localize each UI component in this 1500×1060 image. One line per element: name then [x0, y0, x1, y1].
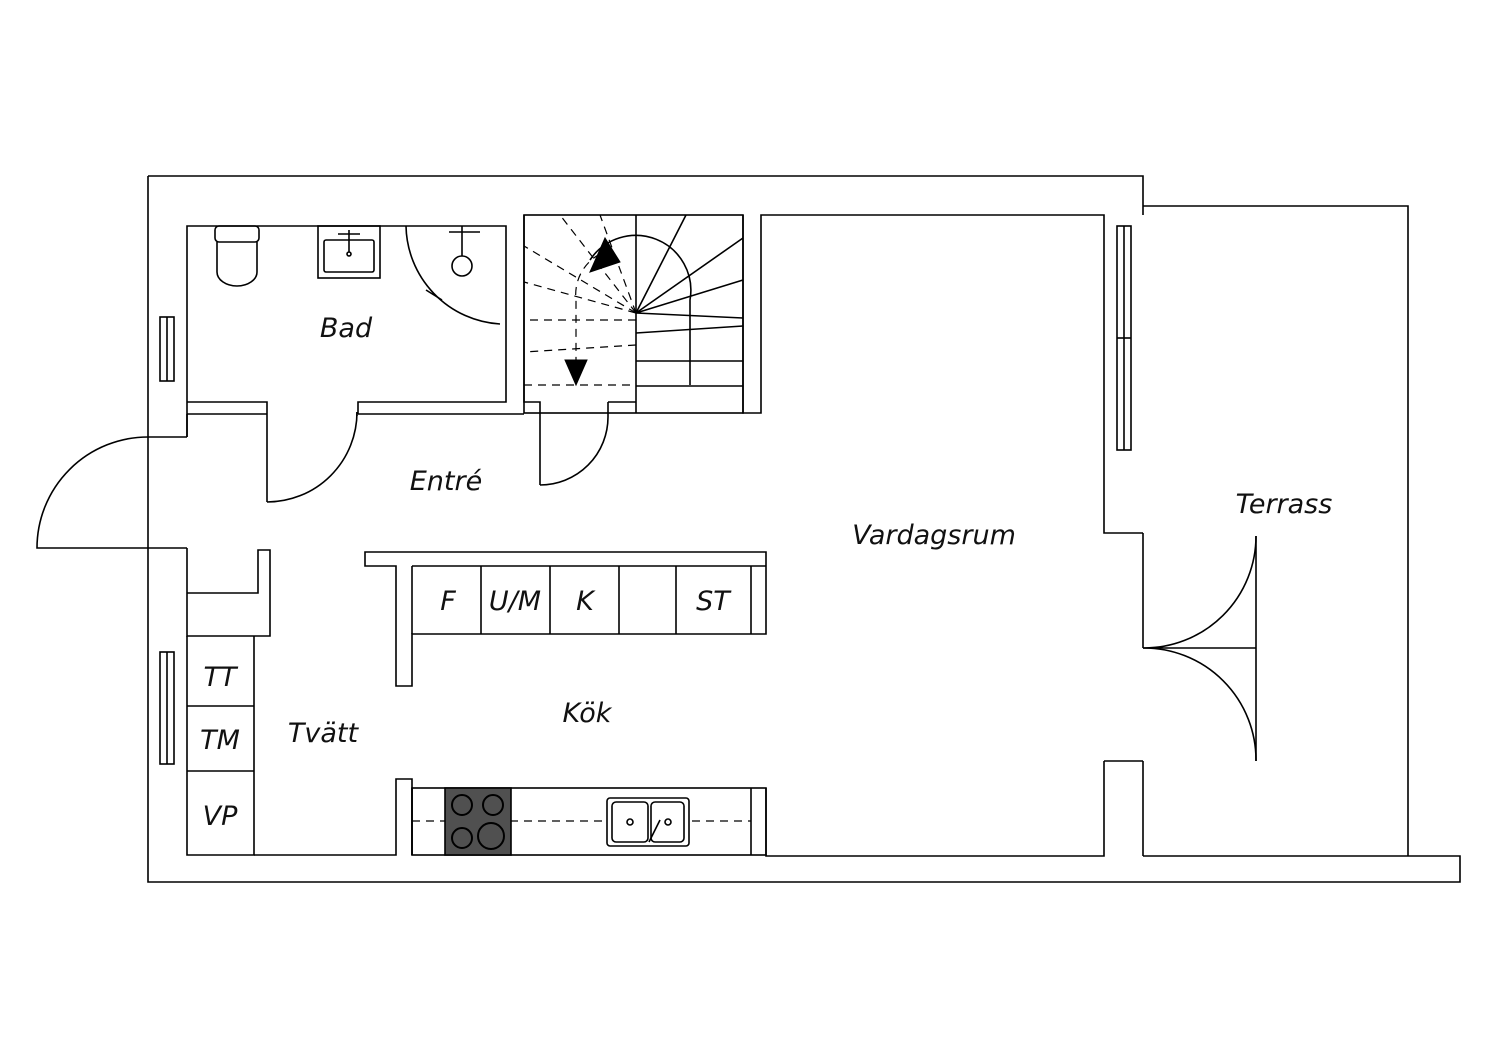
bathroom-door — [266, 411, 358, 503]
appliance-label-f: F — [440, 586, 456, 617]
appliance-label-um: U/M — [489, 586, 541, 617]
appliance-label-k: K — [576, 586, 596, 617]
toilet-icon — [214, 225, 260, 287]
window-left-bathroom — [159, 316, 175, 382]
room-label-kok: Kök — [563, 698, 613, 729]
kitchen-upper-counter — [364, 551, 767, 687]
shower-icon — [405, 225, 501, 325]
window-right-living — [1116, 225, 1132, 451]
appliance-label-vp: VP — [203, 801, 238, 832]
window-left-laundry — [159, 651, 175, 765]
appliance-label-tm: TM — [200, 725, 240, 756]
stove-icon — [444, 787, 512, 856]
room-label-entre: Entré — [410, 466, 482, 497]
sink-icon — [317, 225, 381, 279]
stair-door — [539, 401, 636, 486]
room-label-terrass: Terrass — [1236, 489, 1333, 520]
staircase — [523, 214, 744, 414]
room-label-tvatt: Tvätt — [288, 718, 360, 749]
room-label-vardagsrum: Vardagsrum — [852, 520, 1016, 551]
room-label-bad: Bad — [320, 313, 373, 344]
kitchen-sink-icon — [606, 797, 690, 847]
outer-walls — [147, 175, 1461, 883]
terrace-doors — [1142, 535, 1257, 762]
front-door — [36, 436, 149, 549]
appliance-label-tt: TT — [204, 662, 239, 693]
bathroom-bottom-wall — [187, 401, 524, 502]
appliance-label-st: ST — [696, 586, 732, 617]
